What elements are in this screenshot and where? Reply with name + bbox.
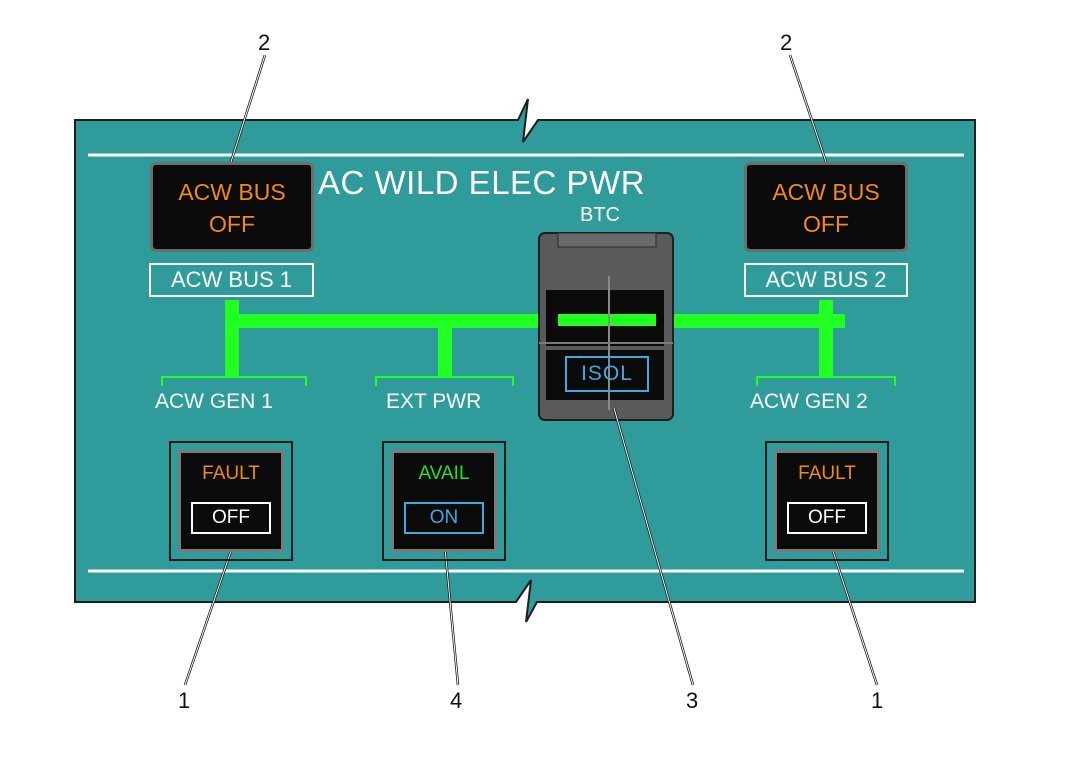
panel-title: AC WILD ELEC PWR bbox=[318, 164, 646, 201]
callout-1-right: 1 bbox=[871, 688, 884, 713]
source-brackets bbox=[161, 376, 896, 386]
btc-switch-guard bbox=[538, 232, 674, 421]
avail-light: AVAIL bbox=[418, 463, 470, 484]
btc-label: BTC bbox=[580, 204, 620, 226]
ext-pwr-pushbutton[interactable]: AVAIL ON bbox=[382, 441, 506, 561]
acw-bus-1-off-light: ACW BUS OFF bbox=[150, 162, 314, 252]
annunciator-line2: OFF bbox=[803, 211, 849, 237]
pushbutton-face: FAULT OFF bbox=[774, 450, 880, 552]
acw-gen-1-label: ACW GEN 1 bbox=[155, 390, 273, 413]
acw-bus-2-off-light: ACW BUS OFF bbox=[744, 162, 908, 252]
annunciator-line1: ACW BUS bbox=[772, 179, 880, 205]
pushbutton-face: AVAIL ON bbox=[391, 450, 497, 552]
callout-3: 3 bbox=[686, 688, 699, 713]
annunciator-line2: OFF bbox=[209, 211, 255, 237]
acw-bus-1-label: ACW BUS 1 bbox=[149, 263, 314, 297]
callout-2-right: 2 bbox=[780, 30, 793, 55]
fault-light: FAULT bbox=[798, 463, 856, 484]
callout-2-left: 2 bbox=[258, 30, 271, 55]
acw-gen-2-pushbutton[interactable]: FAULT OFF bbox=[765, 441, 889, 561]
callout-4: 4 bbox=[450, 688, 463, 713]
leader-lines-white bbox=[184, 54, 878, 686]
bus-lines bbox=[225, 300, 845, 376]
callout-1-left: 1 bbox=[178, 688, 191, 713]
acw-gen-1-pushbutton[interactable]: FAULT OFF bbox=[169, 441, 293, 561]
acw-bus-2-label: ACW BUS 2 bbox=[744, 263, 908, 297]
annunciator-line1: ACW BUS bbox=[178, 179, 286, 205]
on-legend: ON bbox=[404, 502, 484, 534]
off-legend: OFF bbox=[191, 502, 271, 534]
ext-pwr-label: EXT PWR bbox=[386, 390, 482, 413]
btc-isol-switch[interactable]: ISOL bbox=[565, 356, 649, 392]
off-legend: OFF bbox=[787, 502, 867, 534]
fault-light: FAULT bbox=[202, 463, 260, 484]
pushbutton-face: FAULT OFF bbox=[178, 450, 284, 552]
acw-gen-2-label: ACW GEN 2 bbox=[750, 390, 868, 413]
